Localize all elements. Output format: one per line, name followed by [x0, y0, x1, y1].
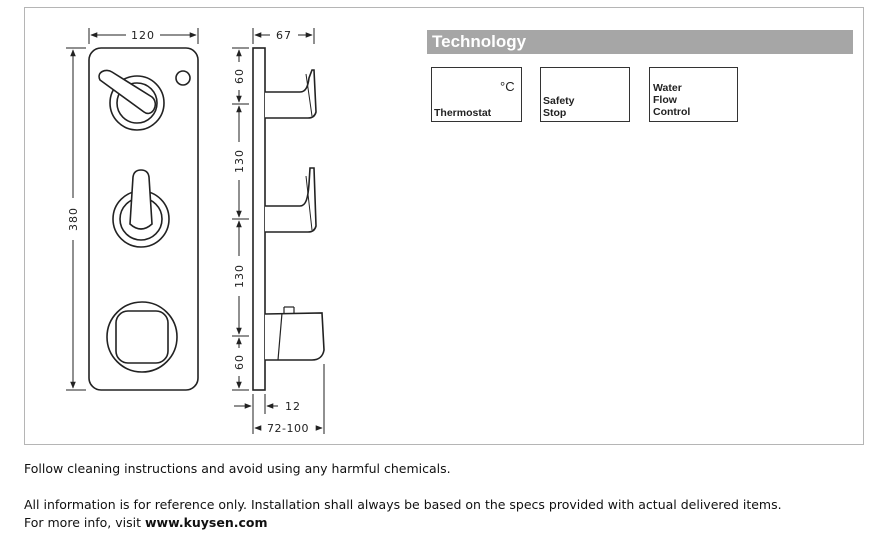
side-middle-lever	[265, 167, 317, 233]
website-link[interactable]: www.kuysen.com	[144, 515, 268, 530]
indicator-dot	[175, 70, 191, 86]
cleaning-note: Follow cleaning instructions and avoid u…	[24, 461, 451, 476]
dim-bottom	[234, 364, 325, 434]
more-info-prefix: For more info, visit	[24, 515, 145, 530]
front-plate	[88, 47, 199, 391]
middle-handle-lever	[129, 169, 153, 230]
dim-front-width: 120	[88, 28, 199, 44]
dim-label-side-depth: 67	[276, 29, 292, 42]
side-bottom-knob	[264, 312, 325, 361]
top-handle-lever	[98, 69, 157, 115]
water-flow-line2: Flow	[653, 94, 677, 106]
dim-spacing-chain	[232, 47, 249, 391]
dim-label-front-width: 120	[131, 29, 155, 42]
badge-water-flow-control: Water Flow Control	[649, 67, 738, 122]
dim-label-spacing-bottom: 60	[233, 354, 246, 370]
technology-header: Technology	[427, 30, 853, 54]
bottom-knob	[115, 310, 169, 364]
water-flow-line1: Water	[653, 82, 682, 94]
dim-label-spacing-top: 60	[233, 68, 246, 84]
lock-temperature: 40°C	[601, 98, 616, 105]
safety-stop-line1: Safety	[543, 95, 575, 107]
thermostat-unit: °C	[500, 79, 515, 94]
safety-stop-line2: Stop	[543, 107, 567, 119]
product-drawing-frame	[24, 7, 864, 445]
side-view	[252, 47, 325, 391]
dim-label-spacing-mid-1: 130	[233, 149, 246, 173]
dim-label-front-height: 380	[67, 207, 80, 231]
side-plate	[252, 47, 266, 391]
top-handle-rosette	[109, 75, 165, 131]
dim-label-spacing-mid-2: 130	[233, 264, 246, 288]
bottom-knob-rosette	[106, 301, 178, 373]
more-info-note: For more info, visit www.kuysen.com	[24, 515, 268, 530]
reference-note: All information is for reference only. I…	[24, 497, 782, 512]
front-view	[88, 47, 199, 391]
water-flow-line3: Control	[653, 106, 691, 118]
dim-label-wall-range: 72-100	[267, 422, 309, 435]
technology-title: Technology	[432, 32, 527, 51]
badge-thermostat: °C Thermostat	[431, 67, 522, 122]
dim-label-plate-thickness: 12	[285, 400, 301, 413]
dim-front-height: 380	[66, 47, 86, 391]
thermostat-label: Thermostat	[434, 107, 492, 119]
badge-safety-stop: Safety Stop 40°C	[540, 67, 630, 122]
side-top-lever	[265, 69, 317, 119]
dim-side-depth: 67	[252, 28, 315, 44]
